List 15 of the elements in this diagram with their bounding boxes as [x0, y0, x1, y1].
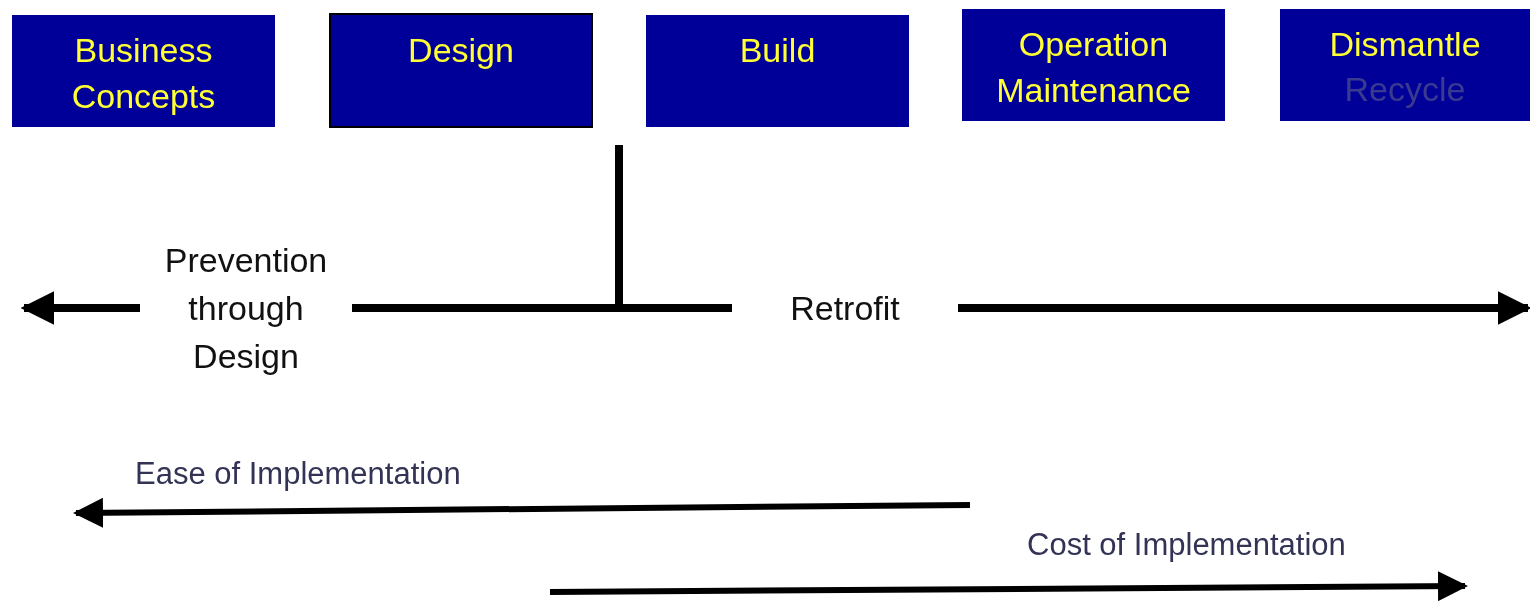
- phase-title: Design: [408, 30, 514, 71]
- phase-box: [12, 15, 275, 127]
- phase-title: Build: [739, 30, 816, 71]
- phase-title: Dismantle: [1329, 24, 1481, 65]
- phase-box: [962, 9, 1225, 121]
- stage-label: Prevention through Design: [148, 236, 344, 380]
- phase-subtitle: Recycle: [1344, 69, 1466, 110]
- phase-box: [329, 13, 593, 128]
- phase-box: [646, 15, 909, 127]
- phase-title: Operation Maintenance: [995, 24, 1192, 111]
- phase-title: Business Concepts: [70, 30, 217, 117]
- axis-label: Ease of Implementation: [135, 456, 461, 492]
- stage-label: Retrofit: [770, 284, 920, 332]
- axis-label: Cost of Implementation: [1027, 527, 1346, 563]
- phase-box: [1280, 9, 1530, 121]
